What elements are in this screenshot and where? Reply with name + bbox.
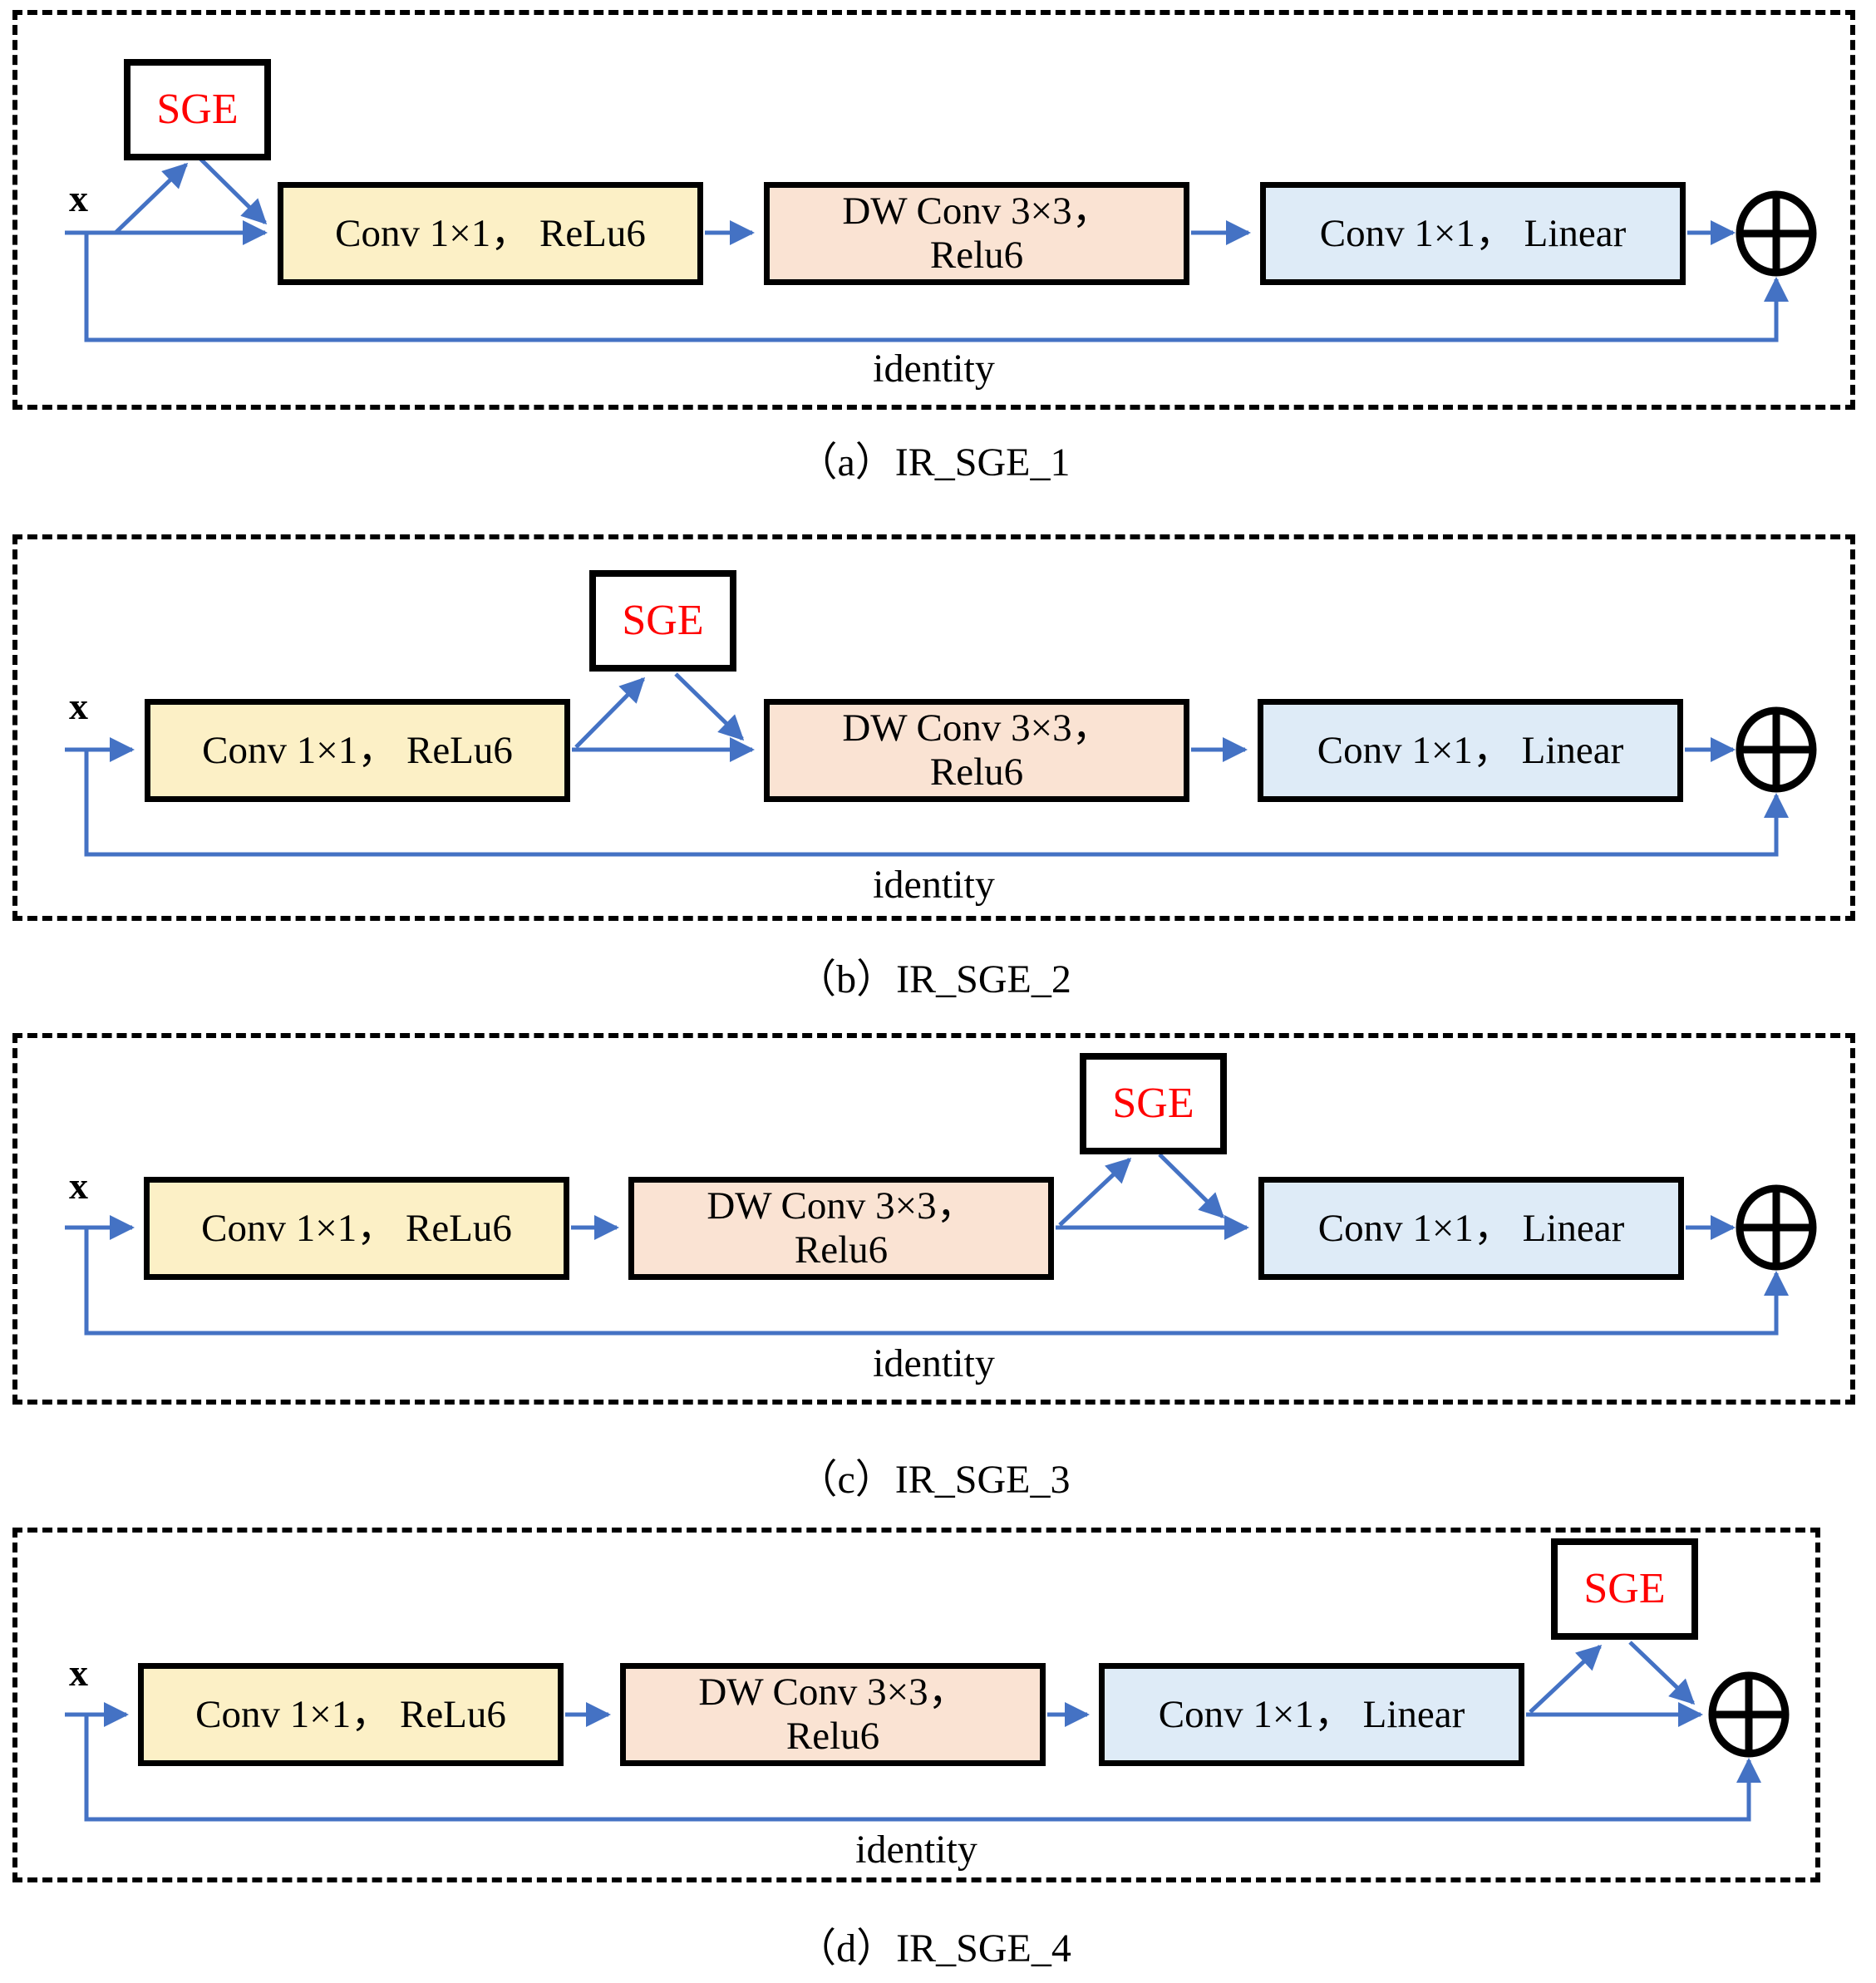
sge-label: SGE (1583, 1564, 1666, 1612)
sge-block: SGE (589, 570, 736, 672)
conv1x1-relu6-block: Conv 1×1， ReLu6 (278, 182, 703, 285)
dwconv3x3-block: DW Conv 3×3， Relu6 (764, 699, 1189, 802)
sge-block: SGE (124, 59, 271, 160)
input-label: x (69, 177, 88, 219)
input-label: x (69, 685, 88, 727)
wires-panel-a (65, 157, 1817, 342)
sge-down-arrow (674, 672, 745, 741)
sge-label: SGE (1112, 1079, 1194, 1127)
dwconv3x3-block: DW Conv 3×3， Relu6 (628, 1177, 1054, 1280)
input-label: x (69, 1651, 88, 1694)
conv1x1-linear-label: Conv 1×1， Linear (1317, 1206, 1625, 1250)
conv1x1-linear-label: Conv 1×1， Linear (1317, 728, 1624, 772)
conv1x1-linear-block: Conv 1×1， Linear (1258, 1177, 1684, 1280)
dwconv3x3-block: DW Conv 3×3， Relu6 (620, 1663, 1046, 1766)
add-icon (1736, 706, 1817, 793)
dwconv3x3-label-line2: Relu6 (929, 750, 1024, 794)
conv1x1-linear-label: Conv 1×1， Linear (1158, 1692, 1465, 1736)
dwconv3x3-label-line2: Relu6 (794, 1228, 889, 1272)
conv1x1-linear-label: Conv 1×1， Linear (1319, 211, 1627, 255)
identity-path (84, 750, 1789, 857)
panel-ir-sge-3: x Conv 1×1， ReLu6 DW Conv 3×3， Relu6 SGE… (12, 1033, 1855, 1405)
caption-d: （d）IR_SGE_4 (796, 1926, 1071, 1971)
dwconv3x3-label-line2: Relu6 (929, 234, 1024, 277)
identity-label: identity (873, 863, 995, 907)
panel-ir-sge-4: x Conv 1×1， ReLu6 DW Conv 3×3， Relu6 Con… (12, 1528, 1820, 1882)
sge-down-arrow (1628, 1641, 1696, 1705)
identity-path (84, 1715, 1761, 1822)
sge-block: SGE (1551, 1538, 1698, 1640)
sge-label: SGE (156, 85, 239, 133)
dwconv3x3-label-line1: DW Conv 3×3， (842, 189, 1111, 234)
caption-a: （a）IR_SGE_1 (797, 440, 1071, 485)
conv1x1-relu6-label: Conv 1×1， ReLu6 (202, 728, 513, 772)
dwconv3x3-block: DW Conv 3×3， Relu6 (764, 182, 1189, 285)
dwconv3x3-label-line1: DW Conv 3×3， (842, 706, 1111, 750)
sge-up-arrow (1529, 1644, 1603, 1714)
conv1x1-linear-block: Conv 1×1， Linear (1260, 182, 1686, 285)
wires-panel-c (65, 1153, 1817, 1336)
panel-ir-sge-2: x Conv 1×1， ReLu6 SGE DW Conv 3×3， Relu6… (12, 534, 1855, 921)
sge-label: SGE (622, 596, 704, 644)
identity-label: identity (873, 1341, 995, 1385)
sge-up-arrow (1058, 1157, 1132, 1227)
sge-up-arrow (114, 162, 189, 234)
wires-panel-d (65, 1641, 1790, 1822)
conv1x1-relu6-block: Conv 1×1， ReLu6 (145, 699, 570, 802)
conv1x1-relu6-label: Conv 1×1， ReLu6 (335, 211, 646, 255)
sge-down-arrow (1158, 1153, 1225, 1219)
add-icon (1736, 190, 1817, 277)
conv1x1-relu6-label: Conv 1×1， ReLu6 (195, 1692, 506, 1736)
identity-path (84, 1228, 1789, 1336)
input-label: x (69, 1164, 88, 1207)
conv1x1-relu6-label: Conv 1×1， ReLu6 (201, 1206, 512, 1250)
wires-panel-b (65, 672, 1817, 857)
dwconv3x3-label-line1: DW Conv 3×3， (707, 1184, 976, 1228)
identity-label: identity (855, 1828, 977, 1872)
caption-c: （c）IR_SGE_3 (797, 1458, 1071, 1502)
caption-b: （b）IR_SGE_2 (796, 957, 1071, 1001)
add-icon (1708, 1671, 1790, 1758)
conv1x1-relu6-block: Conv 1×1， ReLu6 (138, 1663, 564, 1766)
dwconv3x3-label-line1: DW Conv 3×3， (698, 1671, 968, 1715)
sge-down-arrow (199, 157, 268, 225)
identity-path (84, 233, 1789, 342)
sge-up-arrow (574, 677, 646, 749)
conv1x1-linear-block: Conv 1×1， Linear (1099, 1663, 1524, 1766)
add-icon (1736, 1184, 1817, 1271)
conv1x1-relu6-block: Conv 1×1， ReLu6 (144, 1177, 569, 1280)
conv1x1-linear-block: Conv 1×1， Linear (1258, 699, 1683, 802)
identity-label: identity (873, 347, 995, 391)
panel-ir-sge-1: x SGE Conv 1×1， ReLu6 DW Conv 3×3， Relu6… (12, 10, 1855, 410)
sge-block: SGE (1080, 1053, 1227, 1154)
dwconv3x3-label-line2: Relu6 (785, 1715, 880, 1758)
